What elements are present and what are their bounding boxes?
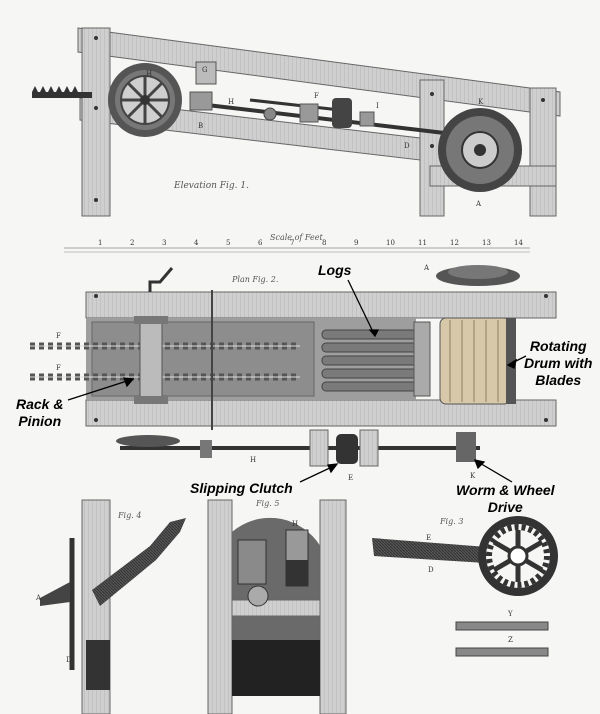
callout-logs-text: Logs — [318, 262, 352, 278]
fig4-title: Fig. 4 — [117, 511, 141, 520]
callout-rack-pinion: Rack & Pinion — [16, 396, 63, 430]
elevation-title: Elevation Fig. 1. — [173, 181, 249, 191]
scale-tick: 3 — [162, 239, 166, 247]
bar-z — [455, 647, 549, 657]
fig5-title: Fig. 5 — [255, 499, 279, 508]
part-letter: B — [198, 122, 203, 130]
fig5-detail — [207, 499, 347, 714]
callout-rotating-drum: Rotating Drum with Blades — [524, 338, 592, 389]
callout-slipping-clutch-text: Slipping Clutch — [190, 480, 293, 496]
pinion-carrier — [139, 319, 163, 401]
scale-tick: 14 — [514, 239, 523, 247]
scale-tick: 13 — [482, 239, 491, 247]
part-letter: K — [478, 98, 484, 106]
callout-slipping-clutch: Slipping Clutch — [190, 480, 293, 497]
logs — [321, 329, 419, 392]
part-letter: Y — [507, 610, 513, 618]
part-letter: F — [56, 332, 61, 340]
left-post — [81, 27, 111, 217]
scale-ticks: 1 2 3 4 5 6 7 8 9 10 11 12 13 14 — [98, 239, 523, 247]
scale-bar — [64, 247, 530, 253]
part-letter: K — [470, 472, 476, 480]
scale-tick: 11 — [418, 239, 427, 247]
callout-arrows — [67, 279, 527, 483]
part-letter: Z — [508, 636, 513, 644]
scale-tick: 8 — [322, 239, 326, 247]
part-letters: H G B H F I D K A A F F H E K D A H E D … — [35, 66, 513, 664]
drive-shaft — [189, 101, 471, 138]
callout-rack-pinion-line: Pinion — [18, 413, 62, 429]
part-letter: H — [250, 456, 256, 464]
callout-rotating-drum-line: Blades — [535, 372, 582, 388]
callout-logs: Logs — [318, 262, 351, 279]
callout-rack-pinion-line: Rack & — [16, 396, 64, 412]
part-letter: E — [348, 474, 353, 482]
crank-handle — [148, 267, 174, 292]
scale-tick: 10 — [386, 239, 395, 247]
right-post — [529, 87, 557, 217]
bar-y — [455, 621, 549, 631]
part-letter: A — [423, 264, 430, 272]
part-letter: H — [228, 98, 234, 106]
part-letter: G — [202, 66, 208, 74]
callout-worm-wheel-line: Worm & Wheel — [456, 482, 555, 498]
part-letter: F — [56, 364, 61, 372]
part-letter: H — [146, 70, 152, 78]
callout-worm-wheel: Worm & Wheel Drive — [456, 482, 555, 516]
scale-title: Scale of Feet — [270, 233, 323, 242]
callout-rotating-drum-line: Rotating — [529, 338, 587, 354]
part-letter: H — [292, 520, 298, 528]
part-letter: E — [426, 534, 431, 542]
callout-rotating-drum-line: Drum with — [524, 355, 593, 371]
part-letter: A — [35, 594, 42, 602]
scale-tick: 5 — [226, 239, 230, 247]
callout-worm-wheel-line: Drive — [487, 499, 523, 515]
scale-tick: 12 — [450, 239, 459, 247]
part-letter: A — [475, 200, 482, 208]
bottom-gear — [116, 435, 180, 447]
fig3-title: Fig. 3 — [439, 517, 463, 526]
scale-tick: 7 — [290, 239, 294, 247]
plan-title: Plan Fig. 2. — [231, 275, 278, 284]
part-letter: D — [404, 142, 410, 150]
plan-figure — [30, 265, 557, 467]
elevation-figure — [32, 27, 561, 217]
scale-tick: 1 — [98, 239, 102, 247]
plan-top-rail — [85, 291, 557, 319]
scale-tick: 4 — [194, 239, 199, 247]
part-letter: I — [376, 102, 379, 110]
worm-drive — [456, 432, 476, 462]
fig3-arm — [372, 538, 502, 564]
scale-tick: 9 — [354, 239, 358, 247]
scale-tick: 6 — [258, 239, 263, 247]
fig4-detail — [40, 499, 186, 714]
fig4-lever — [92, 518, 186, 606]
part-letter: D — [428, 566, 434, 574]
clutch-elevation — [332, 98, 352, 128]
part-letter: D — [66, 656, 72, 664]
fig3-detail — [372, 516, 558, 657]
part-letter: F — [314, 92, 319, 100]
scale-tick: 2 — [130, 239, 134, 247]
slipping-clutch — [336, 434, 358, 464]
rack-bar — [32, 92, 92, 98]
